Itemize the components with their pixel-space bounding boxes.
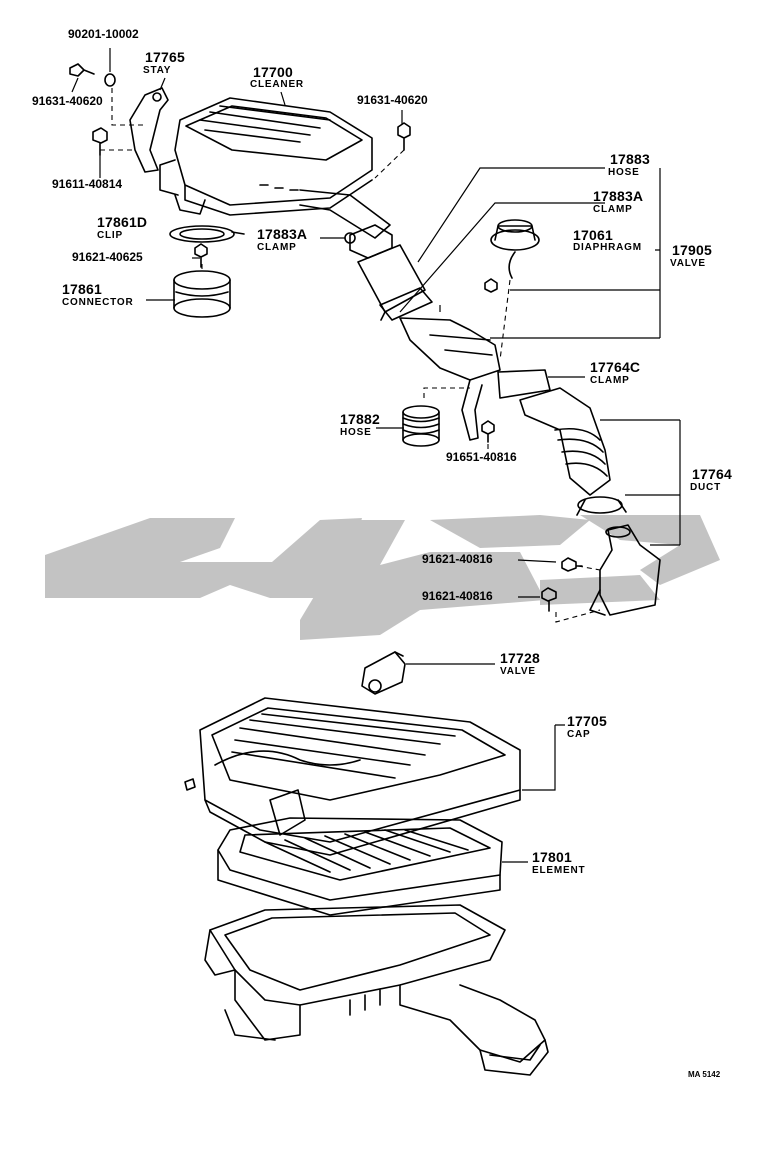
label-17883: 17883: [610, 151, 650, 167]
label-element: ELEMENT: [532, 865, 586, 876]
label-clamp-17764C: CLAMP: [590, 375, 630, 386]
label-17764C: 17764C: [590, 359, 641, 375]
cleaner-case-lower: [204, 904, 549, 1076]
label-valve-17728: VALVE: [500, 666, 536, 677]
label-91631-40620-left: 91631-40620: [32, 94, 103, 108]
dashed-guides: [100, 88, 601, 623]
label-17883A-right: 17883A: [593, 188, 644, 204]
label-hose-17883: HOSE: [608, 167, 640, 178]
label-stay: STAY: [143, 65, 172, 76]
label-91631-40620-right: 91631-40620: [357, 93, 428, 107]
watermark-logo: [45, 515, 720, 640]
bolt-fasteners-top-left: [69, 63, 411, 156]
label-91621-40816-b: 91621-40816: [422, 589, 493, 603]
duct-17764: [519, 387, 661, 616]
label-17883A-left: 17883A: [257, 226, 308, 242]
label-17728: 17728: [500, 650, 540, 666]
label-17882: 17882: [340, 411, 380, 427]
hose-17882: [402, 405, 440, 447]
label-clamp-left: CLAMP: [257, 242, 297, 253]
label-17705: 17705: [567, 713, 607, 729]
label-91611-40814: 91611-40814: [52, 177, 123, 191]
label-17061: 17061: [573, 227, 613, 243]
diaphragm: [484, 219, 540, 293]
label-17905: 17905: [672, 242, 712, 258]
label-17700: 17700: [253, 64, 293, 80]
label-17861: 17861: [62, 281, 102, 297]
label-cap: CAP: [567, 729, 591, 740]
cap-17705: [184, 697, 521, 856]
clip-and-connector: [169, 225, 245, 318]
label-91621-40816-a: 91621-40816: [422, 552, 493, 566]
label-91651-40816: 91651-40816: [446, 450, 517, 464]
stay-bracket: [129, 87, 169, 173]
air-cleaner-assembly: [159, 97, 391, 239]
label-90201-10002: 90201-10002: [68, 27, 139, 41]
label-17801: 17801: [532, 849, 572, 865]
label-17764: 17764: [692, 466, 732, 482]
label-duct: DUCT: [690, 482, 721, 493]
label-hose-17882: HOSE: [340, 427, 372, 438]
label-cleaner: CLEANER: [250, 79, 304, 90]
label-connector: CONNECTOR: [62, 297, 134, 308]
leader-lines: [71, 48, 681, 863]
diagram-id: MA 5142: [688, 1070, 721, 1079]
label-91621-40625: 91621-40625: [72, 250, 143, 264]
label-clip: CLIP: [97, 230, 123, 241]
label-17861D: 17861D: [97, 214, 148, 230]
valve-17728: [361, 651, 406, 695]
label-diaphragm: DIAPHRAGM: [573, 242, 642, 253]
label-valve-17905: VALVE: [670, 258, 706, 269]
element-17801: [217, 817, 503, 916]
label-clamp-right: CLAMP: [593, 204, 633, 215]
label-17765: 17765: [145, 49, 185, 65]
bolt-91651: [481, 420, 495, 443]
